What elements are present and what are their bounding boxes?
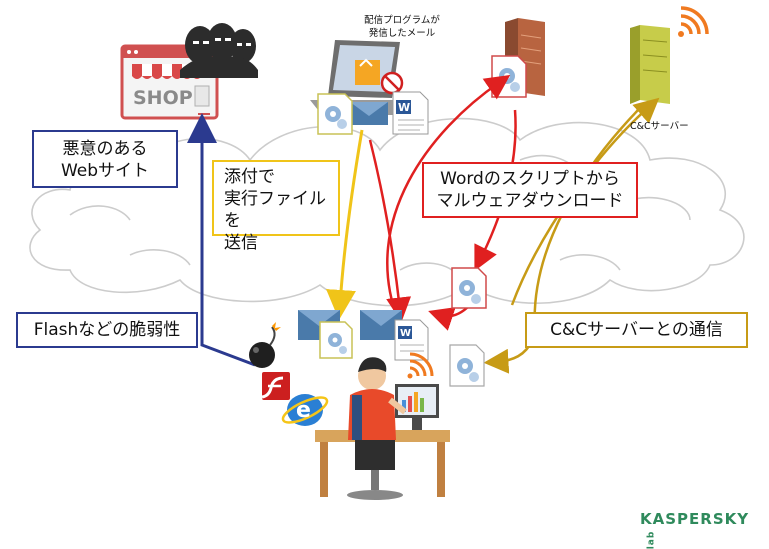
svg-text:W: W — [398, 101, 410, 114]
malware-file-icon — [491, 55, 527, 98]
hacker-group-icon — [180, 23, 258, 78]
cc-communication-label: C&Cサーバーとの通信 — [525, 312, 748, 348]
flash-vulnerability-label: Flashなどの脆弱性 — [16, 312, 198, 348]
victim-user-at-desk-icon — [315, 357, 450, 500]
mail-caption-text: 配信プログラムが 発信したメール — [364, 15, 440, 39]
malicious-website-label: 悪意のある Webサイト — [32, 130, 178, 188]
flash-player-icon — [261, 372, 290, 400]
bomb-icon — [249, 322, 281, 368]
cc-server-icon — [630, 25, 670, 104]
downloaded-malware-file-icon — [451, 267, 487, 309]
shop-sign-text: SHOP — [133, 87, 193, 109]
word-document-icon: W — [392, 91, 429, 135]
red-arrow-mail-to-word — [368, 139, 412, 323]
svg-text:e: e — [296, 398, 311, 423]
red-arrow-word-to-server — [386, 74, 511, 321]
victim-wifi-signal-icon — [407, 352, 434, 379]
svg-text:W: W — [400, 328, 411, 339]
executable-file-icon — [317, 93, 353, 135]
kaspersky-logo: KASPERSKY lab — [640, 510, 769, 549]
cc-payload-file-icon — [449, 344, 485, 387]
cc-server-caption: C&Cサーバー — [630, 121, 689, 132]
envelope-icon — [350, 102, 388, 125]
kaspersky-logo-sub: lab — [646, 530, 657, 549]
attachment-envelope-left-icon — [298, 310, 353, 359]
attachment-envelope-right-icon: W — [360, 310, 429, 361]
internet-explorer-icon: e — [281, 394, 329, 426]
yellow-arrow-attachment — [326, 129, 364, 320]
wifi-signal-icon — [678, 6, 709, 37]
kaspersky-logo-text: KASPERSKY — [640, 510, 750, 528]
word-script-download-label: Wordのスクリプトから マルウェアダウンロード — [422, 162, 638, 218]
attack-diagram: SHOP W — [29, 6, 745, 500]
attachment-executable-label: 添付で 実行ファイルを 送信 — [212, 160, 340, 253]
blue-arrow-flash-to-site — [187, 113, 256, 367]
cc-arrow-to-computer — [483, 107, 641, 374]
